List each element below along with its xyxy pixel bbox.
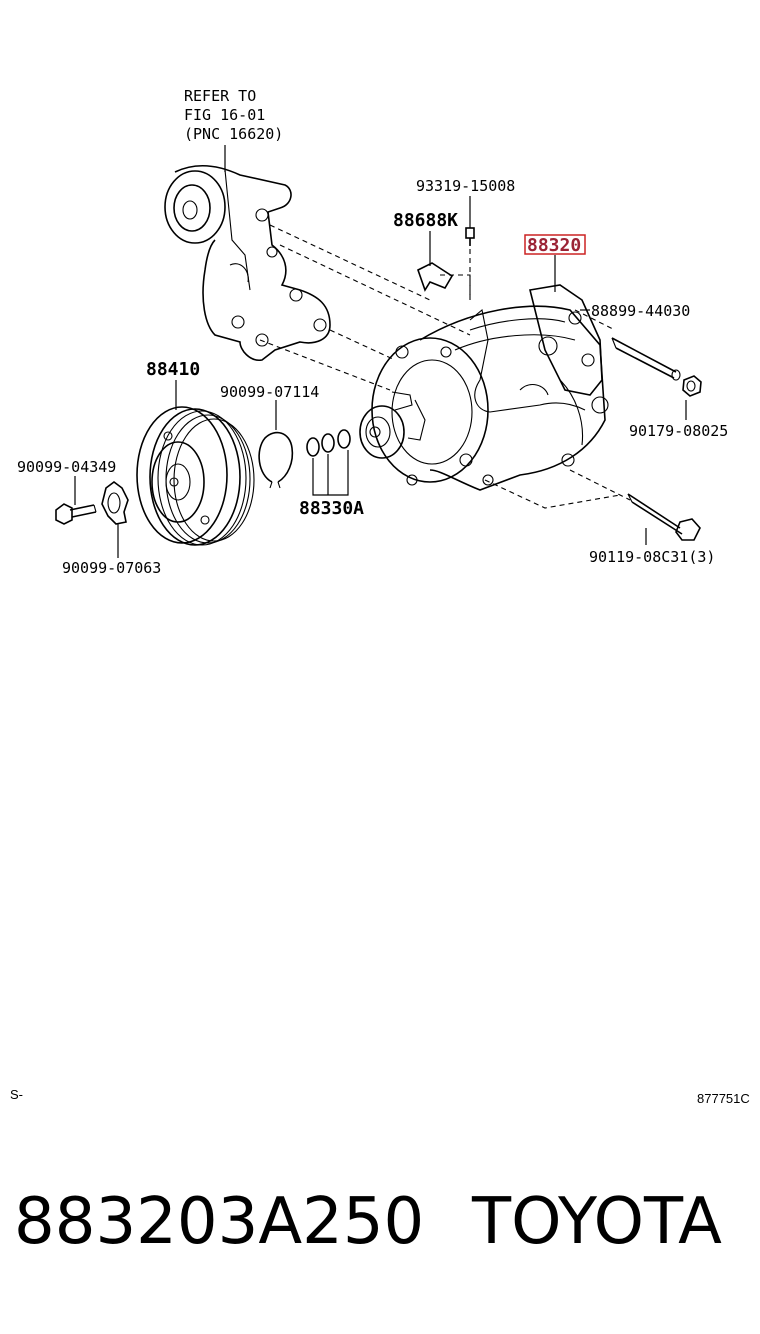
- shims-88330a: [306, 429, 351, 457]
- highlight-box-88320: [524, 234, 586, 255]
- figure-code: 877751C: [697, 1091, 750, 1106]
- bolt-93319: [465, 227, 475, 246]
- corner-code-left: S-: [10, 1087, 23, 1102]
- bolt-90099-04349: [55, 503, 97, 525]
- clip-88688k: [417, 262, 454, 292]
- label-88320[interactable]: 88320: [527, 235, 581, 256]
- brand-name: TOYOTA: [472, 1185, 722, 1259]
- refer-note-line1: REFER TO: [184, 87, 256, 105]
- label-90179-08025: 90179-08025: [629, 422, 728, 440]
- part-labels: REFER TO FIG 16-01 (PNC 16620) 93319-150…: [10, 87, 750, 1106]
- snap-ring-90099-07114: [258, 431, 294, 489]
- label-88330a: 88330A: [299, 498, 364, 519]
- label-93319-15008: 93319-15008: [416, 177, 515, 195]
- label-88410: 88410: [146, 359, 200, 380]
- label-90119-08c31: 90119-08C31(3): [589, 548, 715, 566]
- nut-90179: [682, 375, 702, 397]
- part-number: 883203A250: [14, 1185, 425, 1259]
- bolt-90119: [627, 493, 701, 541]
- idler-bracket-assembly: [164, 165, 331, 361]
- alignment-lines: [259, 224, 631, 509]
- leader-lines: [74, 145, 687, 558]
- washer-90099-07063: [101, 481, 129, 525]
- label-90099-04349: 90099-04349: [17, 458, 116, 476]
- compressor-body: [359, 284, 609, 491]
- label-90099-07063: 90099-07063: [62, 559, 161, 577]
- clutch-pulley-88410: [136, 406, 255, 546]
- label-88688k: 88688K: [393, 210, 458, 231]
- label-90099-07114: 90099-07114: [220, 383, 319, 401]
- refer-note-line2: FIG 16-01: [184, 106, 265, 124]
- label-88899-44030: 88899-44030: [591, 302, 690, 320]
- stud-88899: [611, 337, 681, 381]
- refer-note-line3: (PNC 16620): [184, 125, 283, 143]
